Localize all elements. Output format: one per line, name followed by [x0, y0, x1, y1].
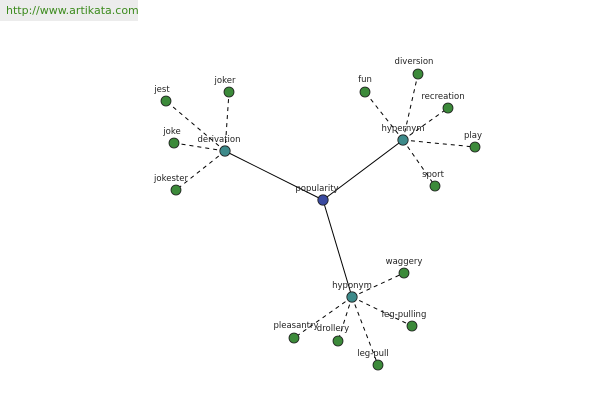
term-node-drollery[interactable]	[332, 335, 344, 347]
edge-hypernym-diversion	[402, 73, 419, 141]
term-node-play[interactable]	[469, 141, 481, 153]
term-node-diversion[interactable]	[412, 68, 424, 80]
term-label-joke: joke	[162, 127, 180, 137]
term-node-sport[interactable]	[429, 180, 441, 192]
term-node-waggery[interactable]	[398, 267, 410, 279]
edge-popularity-hyponym	[322, 199, 353, 298]
labels: jest joker joke jokester derivation fun divers…	[153, 57, 482, 359]
term-label-play: play	[464, 131, 482, 141]
edge-hypernym-fun	[364, 91, 404, 141]
term-label-fun: fun	[358, 75, 372, 85]
term-label-joker: joker	[214, 76, 236, 86]
term-node-fun[interactable]	[359, 86, 371, 98]
term-label-sport: sport	[422, 170, 445, 180]
root-node-popularity[interactable]	[317, 194, 329, 206]
term-node-leg-pull[interactable]	[372, 359, 384, 371]
edge-hyponym-drollery	[337, 296, 353, 342]
term-node-jest[interactable]	[160, 95, 172, 107]
term-node-pleasantry[interactable]	[288, 332, 300, 344]
edges	[165, 73, 476, 366]
term-node-joke[interactable]	[168, 137, 180, 149]
term-label-jokester: jokester	[153, 174, 188, 184]
edge-derivation-joke	[173, 142, 226, 152]
term-label-jest: jest	[153, 85, 170, 95]
relation-label-derivation: derivation	[197, 135, 240, 145]
term-node-recreation[interactable]	[442, 102, 454, 114]
nodes	[160, 68, 481, 371]
edge-derivation-jest	[165, 100, 226, 152]
term-label-leg-pull: leg-pull	[357, 349, 389, 359]
source-link[interactable]: http://www.artikata.com	[6, 4, 139, 17]
root-label-popularity: popularity	[295, 184, 338, 194]
term-label-pleasantry: pleasantry	[273, 321, 318, 331]
edge-popularity-hypernym	[322, 139, 404, 201]
term-label-drollery: drollery	[317, 324, 349, 334]
relation-node-hypernym[interactable]	[397, 134, 409, 146]
edge-derivation-joker	[224, 91, 230, 152]
term-node-joker[interactable]	[223, 86, 235, 98]
edge-hyponym-leg-pulling	[351, 296, 413, 327]
relation-node-hyponym[interactable]	[346, 291, 358, 303]
edge-hyponym-waggery	[351, 272, 405, 298]
edge-derivation-jokester	[175, 150, 226, 191]
term-node-leg-pulling[interactable]	[406, 320, 418, 332]
relation-label-hypernym: hypernym	[381, 124, 424, 134]
edge-hypernym-sport	[402, 139, 436, 187]
edge-hypernym-recreation	[402, 107, 449, 141]
term-label-diversion: diversion	[395, 57, 434, 67]
edge-hypernym-play	[402, 139, 476, 148]
relation-label-hyponym: hyponym	[332, 281, 372, 291]
edge-popularity-derivation	[224, 150, 324, 201]
term-label-leg-pulling: leg-pulling	[382, 310, 427, 320]
relation-node-derivation[interactable]	[219, 145, 231, 157]
term-label-recreation: recreation	[421, 92, 464, 102]
term-node-jokester[interactable]	[170, 184, 182, 196]
source-banner: http://www.artikata.com	[0, 0, 139, 21]
term-label-waggery: waggery	[386, 257, 423, 267]
edge-hyponym-pleasantry	[293, 296, 353, 339]
